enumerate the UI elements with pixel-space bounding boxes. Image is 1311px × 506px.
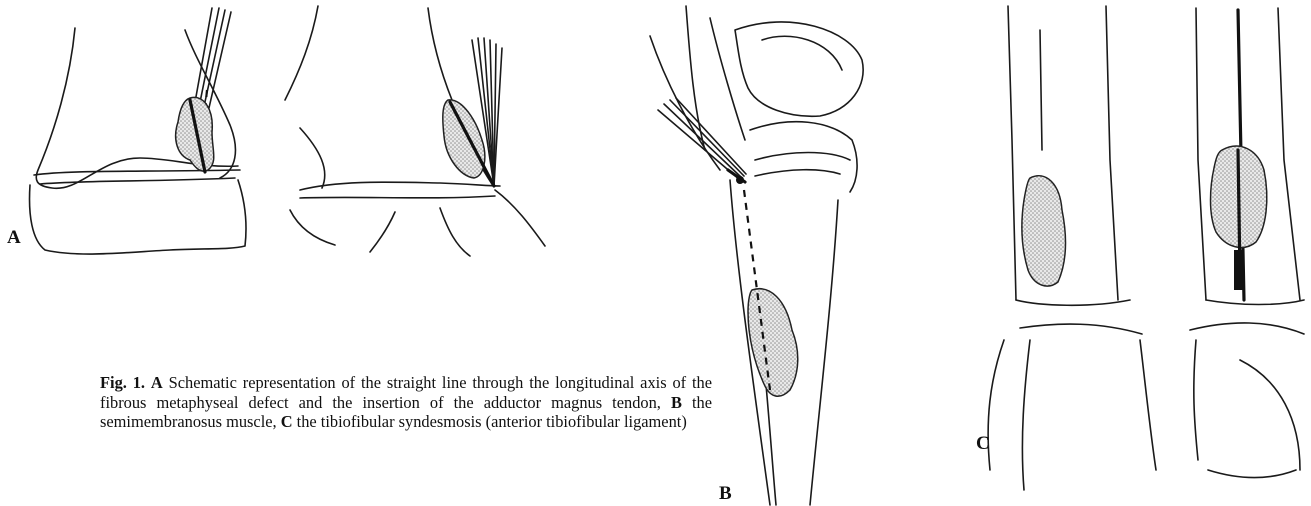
panel-c-ankle-left-sketch bbox=[988, 6, 1156, 490]
caption-seg-2: B bbox=[671, 393, 682, 412]
caption-seg-1: Schematic representation of the straight… bbox=[100, 373, 712, 412]
panel-c-ankle-right-sketch bbox=[1190, 8, 1304, 478]
panel-a-right-knee-sketch bbox=[285, 6, 545, 256]
caption-seg-4: C bbox=[281, 412, 293, 431]
caption-fig-label: Fig. 1. bbox=[100, 373, 145, 392]
panel-label-a: A bbox=[7, 227, 21, 249]
caption-seg-5: the tibiofibular syndesmosis (anterior t… bbox=[293, 412, 687, 431]
caption-seg-0: A bbox=[151, 373, 163, 392]
panel-label-c: C bbox=[976, 433, 990, 455]
panel-label-b: B bbox=[719, 483, 732, 505]
figure-caption: Fig. 1. A Schematic representation of th… bbox=[100, 373, 712, 432]
panel-a-left-knee-sketch bbox=[30, 8, 247, 254]
